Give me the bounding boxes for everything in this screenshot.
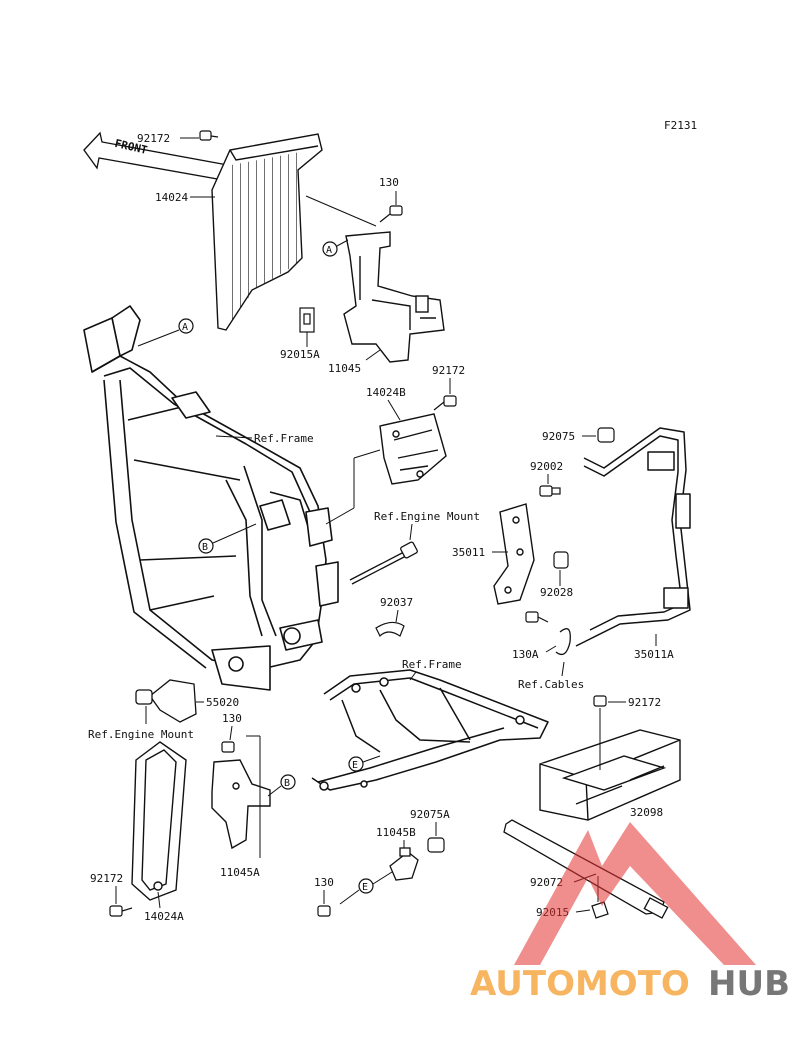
- label-130-mid: 130: [222, 712, 242, 725]
- motorcycle-frame: [83, 305, 339, 691]
- bolt-130-top: [379, 205, 403, 223]
- svg-text:B: B: [284, 778, 290, 789]
- callout-a-upper: A: [322, 239, 349, 257]
- svg-text:A: A: [182, 322, 188, 333]
- svg-text:A: A: [326, 245, 332, 256]
- callout-a-frame: A: [137, 318, 194, 347]
- label-11045: 11045: [328, 362, 361, 375]
- label-92075: 92075: [542, 430, 575, 443]
- label-ref-frame-2: Ref.Frame: [402, 658, 462, 671]
- label-92015A: 92015A: [280, 348, 320, 361]
- engine-mount-bolt: [349, 541, 418, 585]
- label-11045A: 11045A: [220, 866, 260, 879]
- guard-14024A: [131, 741, 187, 901]
- label-ref-cables: Ref.Cables: [518, 678, 584, 691]
- label-130A: 130A: [512, 648, 539, 661]
- callout-e-lower: E: [339, 871, 393, 905]
- bracket-11045: [343, 231, 445, 363]
- label-14024: 14024: [155, 191, 188, 204]
- callout-b-frame: B: [198, 523, 257, 554]
- label-92072: 92072: [530, 876, 563, 889]
- engine-mount-55020: [135, 679, 197, 723]
- bolt-92172-mid: [433, 395, 457, 411]
- label-ref-engine-mount-1: Ref.Engine Mount: [374, 510, 480, 523]
- bolt-130-mid: [221, 741, 235, 753]
- label-55020: 55020: [206, 696, 239, 709]
- label-130-bot: 130: [314, 876, 334, 889]
- figure-code: F2131: [664, 119, 697, 132]
- battery-case-32098: [539, 729, 681, 821]
- watermark-triangle-icon: [514, 822, 756, 965]
- label-92172-right: 92172: [628, 696, 661, 709]
- collar-92075: [597, 427, 615, 443]
- cable-clamp: [555, 628, 571, 656]
- callout-b-lower: B: [267, 774, 296, 797]
- bolt-92172-right: [593, 695, 607, 707]
- bracket-35011: [493, 503, 535, 605]
- label-92002: 92002: [530, 460, 563, 473]
- label-14024B: 14024B: [366, 386, 406, 399]
- bracket-11045B: [389, 847, 419, 881]
- svg-text:B: B: [202, 542, 208, 553]
- collar-92075A: [427, 837, 445, 853]
- callout-e-frame: E: [348, 755, 381, 772]
- watermark-logo: AUTOMOTO HUB: [470, 822, 790, 1004]
- bolt-130A: [525, 611, 549, 623]
- bolt-92172-top: [199, 130, 219, 141]
- label-ref-frame-1: Ref.Frame: [254, 432, 314, 445]
- label-14024A: 14024A: [144, 910, 184, 923]
- bolt-130-bot: [317, 905, 331, 917]
- label-92028: 92028: [540, 586, 573, 599]
- bracket-35011A: [575, 427, 691, 647]
- label-32098: 32098: [630, 806, 663, 819]
- label-11045B: 11045B: [376, 826, 416, 839]
- clip-92015A: [299, 307, 315, 333]
- label-ref-engine-mount-2: Ref.Engine Mount: [88, 728, 194, 741]
- label-130-top: 130: [379, 176, 399, 189]
- clamp-92037: [375, 621, 405, 638]
- watermark-text-part1: AUTOMOTO: [470, 964, 690, 1004]
- label-92075A: 92075A: [410, 808, 450, 821]
- bolt-92172-bl: [109, 905, 133, 917]
- svg-text:E: E: [352, 760, 358, 771]
- label-92037: 92037: [380, 596, 413, 609]
- bracket-11045A: [211, 759, 271, 850]
- watermark-text-part2: HUB: [708, 964, 790, 1004]
- svg-text:E: E: [362, 882, 368, 893]
- cover-14024B: [379, 413, 447, 485]
- label-92172-bl: 92172: [90, 872, 123, 885]
- sub-frame: [311, 669, 549, 791]
- radiator-guard-14024: [211, 133, 323, 331]
- label-35011A: 35011A: [634, 648, 674, 661]
- label-92172-top: 92172: [137, 132, 170, 145]
- collar-92028: [553, 551, 569, 569]
- label-35011: 35011: [452, 546, 485, 559]
- clip-92015: [591, 901, 609, 919]
- bolt-92002: [539, 485, 561, 497]
- label-92172-mid: 92172: [432, 364, 465, 377]
